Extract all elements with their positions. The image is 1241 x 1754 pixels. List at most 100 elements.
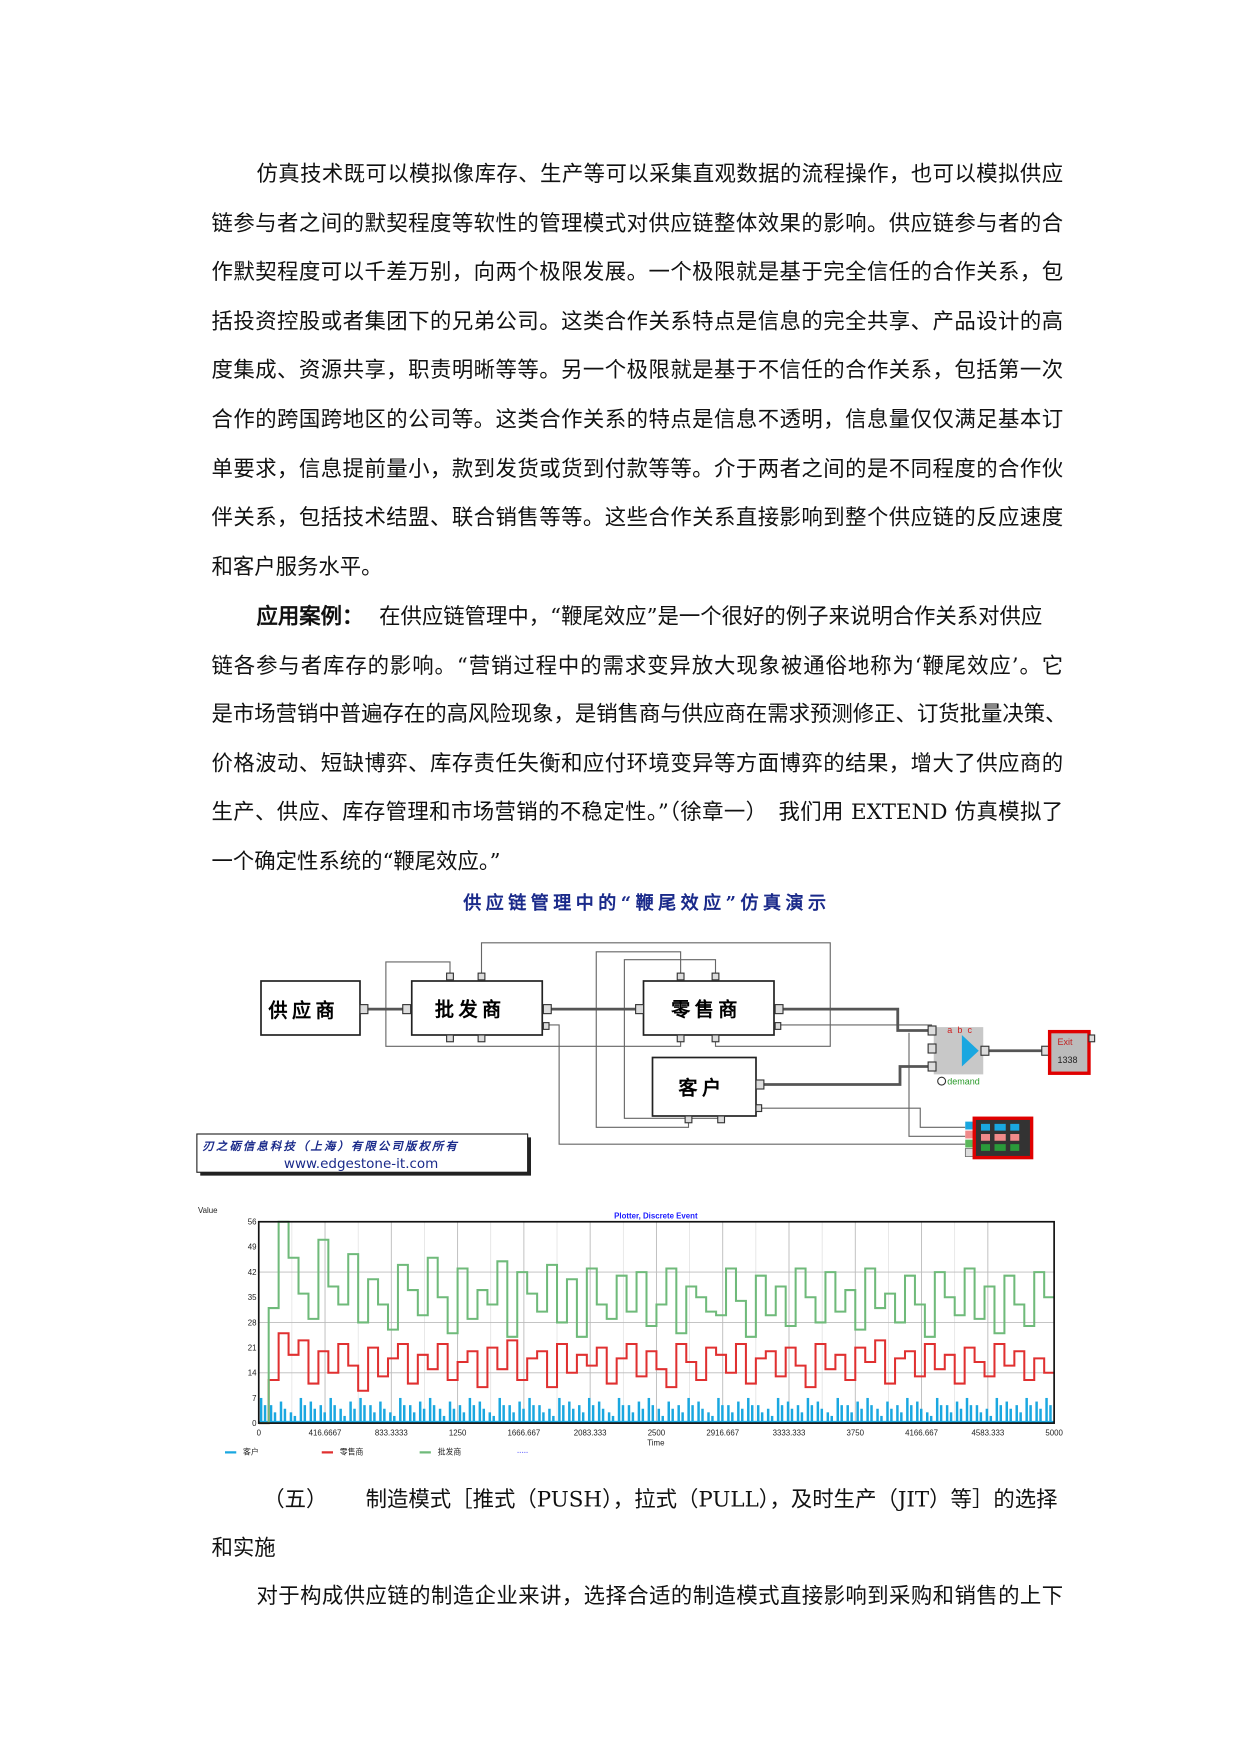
text-line: 链各参与者库存的影响。“营销过程中的需求变异放大现象被通俗地称为‘鞭尾效应’。它	[211, 653, 1064, 678]
text-line: 单要求，信息提前量小，款到发货或货到付款等等。介于两者之间的是不同程度的合作伙	[211, 456, 1064, 482]
section-body-line: 对于构成供应链的制造企业来讲，选择合适的制造模式直接影响到采购和销售的上下	[256, 1584, 1064, 1609]
copyright-box: 刃之砺信息科技（上海）有限公司版权所有 www.edgestone-it.com	[196, 1133, 531, 1176]
customer-bar	[438, 1408, 442, 1424]
text-line-content: 在供应链管理中，“鞭尾效应”是一个很好的例子来说明合作关系对供应	[379, 604, 1043, 629]
customer-bar	[472, 1405, 476, 1424]
customer-bar	[766, 1408, 770, 1424]
customer-bar	[816, 1401, 820, 1424]
customer-bar	[269, 1405, 273, 1424]
customer-bar	[353, 1408, 356, 1424]
customer-bar	[293, 1415, 297, 1424]
customer-bar	[707, 1412, 710, 1424]
customer-bar	[581, 1412, 585, 1424]
customer-bar	[412, 1412, 416, 1424]
customer-bar	[1025, 1397, 1028, 1424]
customer-bar	[890, 1408, 893, 1424]
text-line: 仿真技术既可以模拟像库存、生产等可以采集直观数据的流程操作，也可以模拟供应	[256, 162, 1064, 187]
customer-bar	[756, 1405, 760, 1424]
x-tick-label: 1666.667	[507, 1429, 540, 1438]
text-line: 合作的跨国跨地区的公司等。这类合作关系的特点是信息不透明，信息量仅仅满足基本订	[211, 407, 1064, 432]
customer-bar	[747, 1397, 750, 1424]
wholesaler-line	[258, 1220, 1055, 1425]
customer-bar	[711, 1415, 714, 1424]
customer-bar	[949, 1412, 953, 1424]
customer-bar	[721, 1405, 724, 1424]
text-line: 一个确定性系统的“鞭尾效应。”	[211, 849, 501, 875]
customer-bar	[939, 1405, 943, 1424]
block-wholesaler[interactable]	[410, 980, 544, 1036]
block-supplier[interactable]	[260, 980, 361, 1036]
customer-bar	[289, 1412, 293, 1424]
plot-frame	[257, 1220, 1055, 1424]
section-heading: 制造模式［推式（PUSH），拉式（PULL），及时生产（JIT）等］的选择	[365, 1487, 1058, 1512]
customer-bar	[820, 1408, 824, 1424]
demand-mixer-block[interactable]: a b c demand	[927, 1025, 990, 1087]
customer-bar	[339, 1408, 342, 1424]
y-tick-label: 42	[248, 1268, 257, 1277]
exit-block[interactable]: Exit 1338	[1041, 1029, 1096, 1075]
customer-bar	[919, 1408, 923, 1424]
customer-bar	[786, 1401, 790, 1424]
mixer-demand-label: demand	[947, 1077, 980, 1087]
customer-bar	[452, 1408, 456, 1424]
customer-bar	[1045, 1397, 1048, 1424]
customer-bar	[886, 1401, 889, 1424]
customer-bar	[627, 1405, 631, 1424]
customer-bar	[691, 1405, 694, 1424]
customer-bar	[343, 1415, 346, 1424]
customer-bar	[323, 1412, 326, 1424]
customer-bar	[478, 1401, 482, 1424]
customer-bar	[601, 1408, 605, 1424]
customer-bar	[562, 1405, 565, 1424]
chart-series	[258, 1220, 1055, 1425]
customer-bar	[760, 1412, 764, 1424]
block-retailer[interactable]	[642, 980, 775, 1036]
customer-bar	[389, 1412, 392, 1424]
application-case-label: 应用案例：	[256, 604, 364, 629]
customer-bar	[303, 1405, 307, 1424]
customer-bar	[737, 1401, 740, 1424]
customer-bar	[750, 1405, 754, 1424]
customer-bar	[860, 1408, 863, 1424]
website-link[interactable]: www.edgestone-it.com	[284, 1156, 438, 1172]
legend-label: 客户	[243, 1447, 259, 1457]
customer-bar	[333, 1405, 336, 1424]
customer-bar	[995, 1397, 999, 1424]
customer-bar	[409, 1405, 412, 1424]
customer-bar	[468, 1397, 472, 1424]
text-line: 伴关系，包括技术结盟、联合销售等等。这些合作关系直接影响到整个供应链的反应速度	[211, 505, 1064, 531]
customer-bar	[373, 1412, 376, 1424]
x-tick-label: 4166.667	[905, 1429, 938, 1438]
x-tick-label: 3750	[847, 1429, 865, 1438]
customer-bar	[631, 1412, 635, 1424]
text-line: 应用案例： 在供应链管理中，“鞭尾效应”是一个很好的例子来说明合作关系对供应	[257, 604, 1064, 629]
customer-bar	[349, 1401, 352, 1424]
customer-bar	[999, 1405, 1003, 1424]
chart-grid	[258, 1221, 1055, 1424]
customer-bar	[309, 1401, 313, 1424]
customer-bar	[432, 1405, 436, 1424]
customer-bar	[900, 1412, 903, 1424]
customer-bar	[687, 1397, 690, 1424]
text-line: 作默契程度可以千差万别，向两个极限发展。一个极限就是基于完全信任的合作关系，包	[211, 260, 1064, 285]
customer-bar	[701, 1408, 704, 1424]
y-tick-label: 7	[252, 1394, 256, 1403]
mixer-input-b-label: b	[957, 1025, 962, 1035]
mixer-triangle-icon	[961, 1035, 979, 1067]
customer-bar	[906, 1397, 909, 1424]
customer-bar	[651, 1405, 655, 1424]
customer-bar	[910, 1405, 913, 1424]
customer-bar	[959, 1408, 963, 1424]
customer-bar	[806, 1397, 810, 1424]
plotter-block[interactable]	[964, 1116, 1034, 1160]
customer-bar	[896, 1405, 899, 1424]
customer-bar	[727, 1405, 730, 1424]
customer-bar	[810, 1405, 814, 1424]
x-tick-label: 2083.333	[574, 1429, 607, 1438]
customer-bar	[945, 1405, 949, 1424]
customer-bar	[671, 1408, 674, 1424]
x-tick-label: 5000	[1045, 1429, 1063, 1438]
customer-bar	[572, 1408, 575, 1424]
